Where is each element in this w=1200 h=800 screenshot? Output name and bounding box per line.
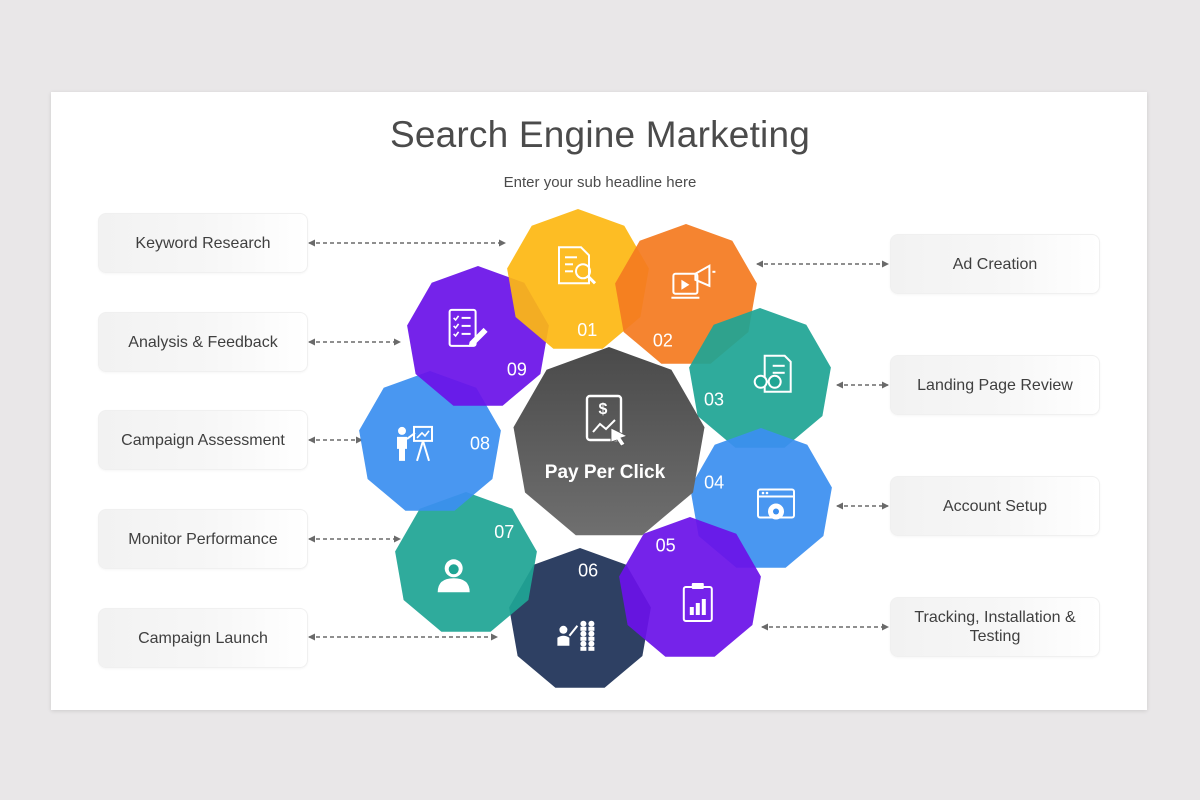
page-title: Search Engine Marketing xyxy=(389,114,811,155)
center-hub: $ Pay Per Click xyxy=(513,347,705,536)
presenter-audience-icon xyxy=(557,620,595,651)
petal-step-01 xyxy=(507,209,649,349)
step-number: 07 xyxy=(494,522,514,542)
step-number: 05 xyxy=(656,535,676,555)
petal-shape xyxy=(395,492,537,632)
petal-shape xyxy=(509,548,651,688)
petal-step-07 xyxy=(395,492,537,632)
petal-step-05 xyxy=(619,517,761,657)
clipboard-chart-icon xyxy=(682,583,713,622)
label-analysis-feedback: Analysis & Feedback xyxy=(98,312,308,372)
page-subtitle: Enter your sub headline here xyxy=(503,174,697,191)
user-avatar-icon xyxy=(437,559,470,593)
step-number: 04 xyxy=(704,473,724,493)
step-number: 09 xyxy=(507,360,527,380)
step-number: 06 xyxy=(578,561,598,581)
center-label: Pay Per Click xyxy=(545,462,666,483)
presenter-board-icon xyxy=(397,425,433,462)
petal-step-08 xyxy=(359,371,501,511)
label-landing-page-review: Landing Page Review xyxy=(890,355,1100,415)
tablet-dollar-chart-icon: $ xyxy=(585,394,629,447)
petal-shape xyxy=(507,209,649,349)
step-number: 03 xyxy=(704,390,724,410)
document-glasses-icon xyxy=(753,354,792,393)
label-keyword-research: Keyword Research xyxy=(98,213,308,273)
step-number: 01 xyxy=(577,320,597,340)
label-tracking-installation-testing: Tracking, Installation & Testing xyxy=(890,597,1100,657)
checklist-pen-icon xyxy=(448,308,488,347)
video-megaphone-icon xyxy=(671,264,716,299)
label-campaign-launch: Campaign Launch xyxy=(98,608,308,668)
petal-step-06 xyxy=(509,548,651,688)
label-campaign-assessment: Campaign Assessment xyxy=(98,410,308,470)
step-number: 02 xyxy=(653,330,673,350)
step-number: 08 xyxy=(470,433,490,453)
browser-gear-icon xyxy=(757,488,795,520)
label-account-setup: Account Setup xyxy=(890,476,1100,536)
svg-text:$: $ xyxy=(599,401,608,418)
label-ad-creation: Ad Creation xyxy=(890,234,1100,294)
document-search-icon xyxy=(558,246,597,285)
petal-step-03 xyxy=(689,308,831,448)
label-monitor-performance: Monitor Performance xyxy=(98,509,308,569)
